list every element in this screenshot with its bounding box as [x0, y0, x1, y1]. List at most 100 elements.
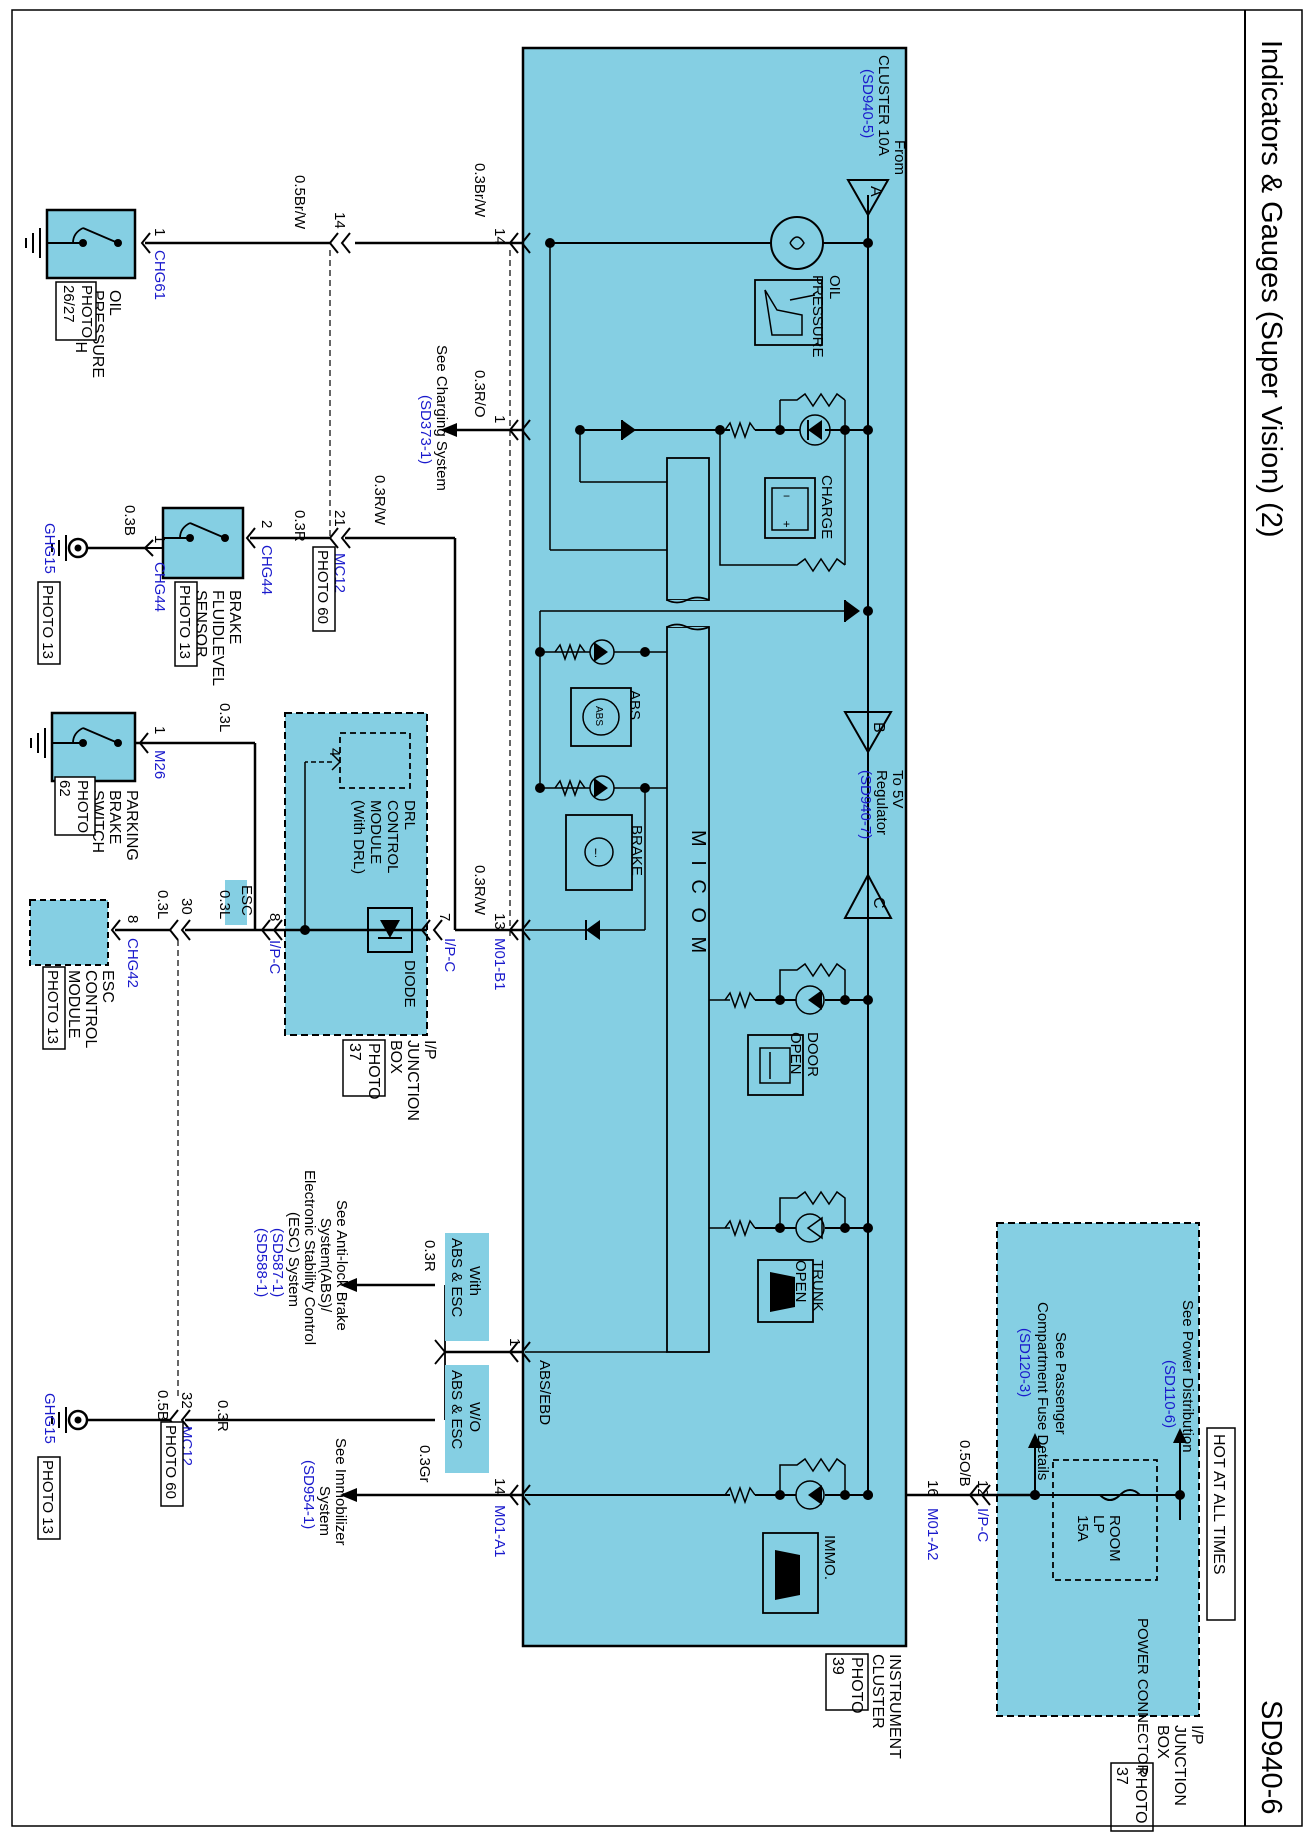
- wire-label-0-3r: 0.3R: [291, 510, 308, 542]
- pin-8-esc: 8: [124, 915, 141, 923]
- oil-switch-photo-num: 26/27: [60, 285, 77, 323]
- connector-m01-a2: M01-A2: [924, 1508, 941, 1561]
- to-regulator-code: (SD940-7): [857, 770, 874, 839]
- cluster-photo-num: 39: [829, 1657, 846, 1675]
- wire-label-0-3l-mid: 0.3L: [216, 890, 233, 919]
- ipjb-power-label-2: JUNCTION: [1171, 1725, 1188, 1806]
- abs-ref-code: (SD587-1): [269, 1228, 286, 1297]
- esc-module-photo: PHOTO 13: [44, 970, 61, 1044]
- connector-m01-a1: M01-A1: [491, 1505, 508, 1558]
- esc-option-tag: [225, 880, 247, 925]
- to-regulator-label: To 5V: [889, 770, 906, 808]
- cluster-label-2: CLUSTER: [869, 1654, 886, 1729]
- power-arrow: [1173, 1428, 1187, 1443]
- door-icon: [747, 1034, 804, 1096]
- esc-option-label: ESC: [238, 885, 255, 916]
- abs-label: ABS: [626, 690, 643, 720]
- abs-ref-code-2: (SD588-1): [253, 1228, 270, 1297]
- micom-block: [666, 626, 710, 1353]
- oil-pressure-bulb: [770, 216, 824, 270]
- esc-module-label: ESC: [99, 970, 116, 1003]
- power-connector-box: [1052, 1459, 1158, 1581]
- drl-label-2: CONTROL: [384, 800, 401, 873]
- connector-chg61: CHG61: [151, 250, 168, 300]
- svg-text:ABS: ABS: [593, 706, 604, 726]
- brake-icon: [565, 814, 633, 891]
- cluster-label: INSTRUMENT: [886, 1654, 903, 1759]
- drl-label: DRL: [401, 800, 418, 830]
- ipjb-diode-label-3: BOX: [387, 1040, 404, 1074]
- wire-label-0-5br-w: 0.5Br/W: [291, 175, 308, 230]
- immobilizer-ref-code: (SD954-1): [300, 1460, 317, 1529]
- pin-14-top: 14: [491, 228, 508, 245]
- terminal-b: [843, 711, 893, 755]
- pin-8-ipc: 8: [266, 913, 283, 921]
- passenger-fuse-ref-2: Compartment Fuse Details: [1034, 1302, 1051, 1480]
- power-connector-label: POWER CONNECTOR: [1134, 1618, 1151, 1775]
- pin-1-parking: 1: [151, 726, 168, 734]
- wo-abs-esc-label: W/O: [466, 1402, 483, 1432]
- page-frame: [11, 9, 1303, 1827]
- oil-switch-label: OIL: [106, 290, 123, 316]
- parking-brake-switch: [50, 711, 137, 783]
- wire-label-0-3b: 0.3B: [121, 505, 138, 536]
- power-distribution-code: (SD110-6): [1161, 1360, 1178, 1428]
- connector-chg44-bottom: CHG44: [151, 562, 168, 612]
- svg-text:+: +: [783, 517, 790, 531]
- immobilizer-ref: See Immobilizer: [332, 1438, 349, 1546]
- connector-ipc-top: I/P-C: [974, 1508, 991, 1542]
- abs-ref-3: Electronic Stability Control: [301, 1170, 318, 1345]
- trunk-open-label-2: OPEN: [792, 1260, 809, 1303]
- connector-m26: M26: [151, 750, 168, 779]
- wire-label-0-3gr: 0.3Gr: [416, 1445, 433, 1483]
- micom-label: M I C O M: [687, 830, 709, 957]
- parking-switch-label-2: BRAKE: [106, 790, 123, 844]
- power-distribution-ref: See Power Distribution: [1179, 1300, 1196, 1453]
- oil-pressure-label-2: PRESSURE: [809, 275, 826, 358]
- pin-14-mid: 14: [331, 212, 348, 229]
- pin-1-brake: 1: [151, 535, 168, 543]
- wire-label-0-3br-w: 0.3Br/W: [471, 163, 488, 218]
- with-abs-esc-label: With: [466, 1266, 483, 1296]
- parking-switch-photo-num: 62: [56, 780, 73, 797]
- page-title: Indicators & Gauges (Super Vision) (2): [1255, 40, 1287, 538]
- charge-led: [808, 420, 822, 440]
- wire-label-0-3l-low: 0.3L: [154, 890, 171, 919]
- passenger-fuse-ref: See Passenger: [1052, 1332, 1069, 1435]
- terminal-c-label: C: [870, 897, 887, 909]
- charging-arrow: [440, 423, 457, 437]
- cluster-photo: PHOTO: [848, 1657, 865, 1714]
- wire-label-0-3r-low: 0.3R: [214, 1400, 231, 1432]
- door-open-label-2: OPEN: [787, 1032, 804, 1075]
- charging-ref-code: (SD373-1): [417, 395, 434, 464]
- ipjb-power-label: I/P: [1188, 1725, 1205, 1745]
- oil-switch-photo: PHOTO: [78, 285, 95, 338]
- from-cluster-label: From: [891, 140, 908, 175]
- drl-with-label: (With DRL): [350, 800, 367, 874]
- ipjb-diode-label-2: JUNCTION: [404, 1040, 421, 1121]
- connector-ipc-mid: I/P-C: [441, 938, 458, 972]
- pin-32: 32: [178, 1392, 195, 1409]
- immobilizer-ref-2: System: [316, 1486, 333, 1536]
- connector-ghg15-bottom: GHG15: [41, 1393, 58, 1444]
- mc12-photo-top: PHOTO 60: [314, 550, 331, 624]
- ipjb-diode-label: I/P: [421, 1040, 438, 1060]
- fuse-label-amp: 15A: [1074, 1515, 1091, 1542]
- brake-sensor-photo: PHOTO 13: [176, 585, 193, 659]
- ipjb-power-photo: PHOTO: [1132, 1767, 1149, 1824]
- charging-ref: See Charging System: [433, 345, 450, 491]
- ipjb-diode-photo: PHOTO: [365, 1043, 382, 1100]
- parking-switch-label: PARKING: [123, 790, 140, 861]
- brake-sensor-label: BRAKE: [226, 590, 243, 644]
- pin-7: 7: [436, 913, 453, 921]
- ipjb-diode-photo-num: 37: [346, 1043, 363, 1061]
- terminal-b-label: B: [870, 722, 887, 733]
- passenger-fuse-code: (SD120-3): [1016, 1328, 1033, 1397]
- hot-at-all-times: HOT AT ALL TIMES: [1210, 1434, 1227, 1575]
- to-regulator-label-2: Regulator: [873, 770, 890, 835]
- ghg15-photo-bottom: PHOTO 13: [39, 1460, 56, 1534]
- fuse-detail-arrow: [1028, 1433, 1042, 1448]
- pin-30: 30: [178, 898, 195, 915]
